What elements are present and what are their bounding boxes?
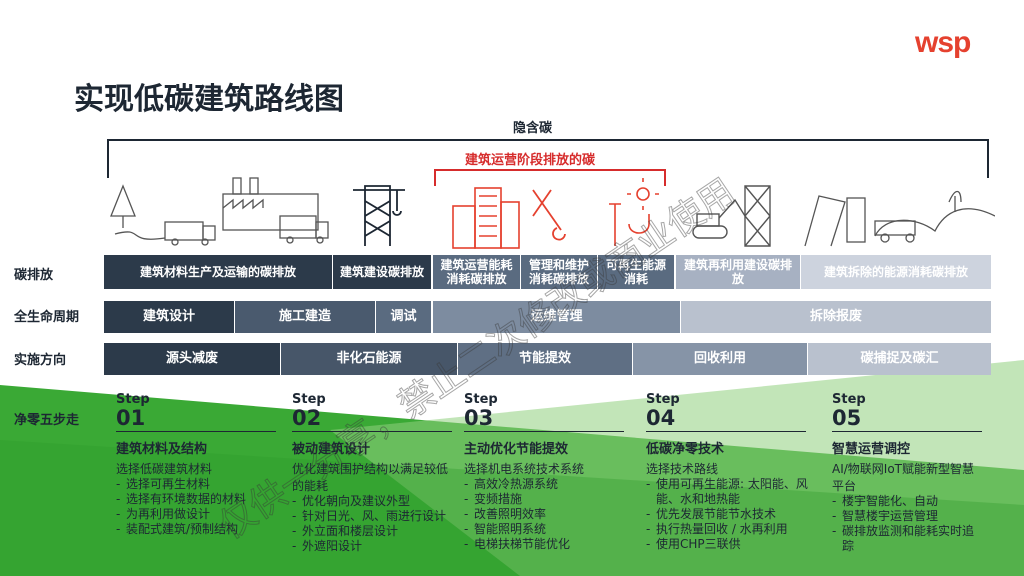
renewable-energy-icon xyxy=(609,178,659,246)
list-item: 外立面和楼层设计 xyxy=(292,524,452,539)
list-item: 智慧楼宇运营管理 xyxy=(832,509,982,524)
row-label-lifecycle: 全生命周期 xyxy=(14,310,80,325)
step-number: 03 xyxy=(464,406,494,430)
step-card-04: Step 04 低碳净零技术 选择技术路线 使用可再生能源: 太阳能、风能、水和… xyxy=(646,392,810,552)
step-word: Step xyxy=(292,392,326,407)
row-label-emissions: 碳排放 xyxy=(14,268,54,283)
lifecycle-segment: 建筑设计 xyxy=(104,301,234,333)
step-card-02: Step 02 被动建筑设计 优化建筑围护结构以满足较低的能耗 优化朝向及建议外… xyxy=(292,392,452,554)
wsp-logo: wsp xyxy=(915,26,971,59)
list-item: 选择可再生材料 xyxy=(116,477,276,492)
step-divider xyxy=(116,431,276,432)
list-item: 使用CHP三联供 xyxy=(646,537,810,552)
embodied-carbon-label: 隐含碳 xyxy=(513,121,553,136)
step-word: Step xyxy=(464,392,498,407)
list-item: 电梯扶梯节能优化 xyxy=(464,537,624,552)
emission-segment: 管理和维护消耗碳排放 xyxy=(521,255,597,289)
step-items: 选择可再生材料 选择有环境数据的材料 为再利用做设计 装配式建筑/预制结构 xyxy=(116,477,276,537)
step-divider xyxy=(464,431,624,432)
step-items: 高效冷热源系统 变频措施 改善照明效率 智能照明系统 电梯扶梯节能优化 xyxy=(464,477,624,552)
list-item: 选择有环境数据的材料 xyxy=(116,492,276,507)
list-item: 改善照明效率 xyxy=(464,507,624,522)
list-item: 变频措施 xyxy=(464,492,624,507)
list-item: 执行热量回收 / 水再利用 xyxy=(646,522,810,537)
list-item: 为再利用做设计 xyxy=(116,507,276,522)
step-title: 低碳净零技术 xyxy=(646,442,725,457)
wrench-icon xyxy=(532,189,566,241)
step-subtitle: AI/物联网IoT赋能新型智慧平台 xyxy=(832,462,975,493)
step-title: 智慧运营调控 xyxy=(832,442,911,457)
list-item: 楼宇智能化、自动 xyxy=(832,494,982,509)
step-items: 优化朝向及建议外型 针对日光、风、雨进行设计 外立面和楼层设计 外遮阳设计 xyxy=(292,494,452,554)
step-title: 建筑材料及结构 xyxy=(116,442,208,457)
emission-segment: 可再生能源消耗 xyxy=(598,255,674,289)
step-divider xyxy=(646,431,806,432)
step-number: 05 xyxy=(832,406,862,430)
emission-segment: 建筑材料生产及运输的碳排放 xyxy=(104,255,332,289)
row-label-steps: 净零五步走 xyxy=(14,413,80,428)
lifecycle-segment: 运维管理 xyxy=(433,301,680,333)
lifecycle-segment: 调试 xyxy=(376,301,431,333)
step-divider xyxy=(832,431,982,432)
step-subtitle: 选择低碳建筑材料 xyxy=(116,462,213,476)
building-icon xyxy=(452,187,520,249)
direction-segment: 源头减废 xyxy=(104,343,280,375)
crane-icon xyxy=(353,185,405,246)
step-subtitle: 选择机电系统技术系统 xyxy=(464,462,585,476)
step-card-05: Step 05 智慧运营调控 AI/物联网IoT赋能新型智慧平台 楼宇智能化、自… xyxy=(832,392,982,554)
list-item: 针对日光、风、雨进行设计 xyxy=(292,509,452,524)
direction-segment: 非化石能源 xyxy=(281,343,457,375)
step-divider xyxy=(292,431,452,432)
row-label-direction: 实施方向 xyxy=(14,353,67,368)
step-items: 楼宇智能化、自动 智慧楼宇运营管理 碳排放监测和能耗实时追踪 xyxy=(832,494,982,554)
direction-segment: 回收利用 xyxy=(633,343,807,375)
list-item: 碳排放监测和能耗实时追踪 xyxy=(832,524,982,554)
lifecycle-icons xyxy=(110,177,995,249)
tree-factory-truck-icon xyxy=(110,177,329,246)
operational-carbon-label: 建筑运营阶段排放的碳 xyxy=(465,153,596,168)
step-word: Step xyxy=(832,392,866,407)
excavator-icon xyxy=(692,185,771,247)
step-number: 01 xyxy=(116,406,146,430)
list-item: 外遮阳设计 xyxy=(292,539,452,554)
step-items: 使用可再生能源: 太阳能、风能、水和地热能 优先发展节能节水技术 执行热量回收 … xyxy=(646,477,810,552)
step-title: 被动建筑设计 xyxy=(292,442,371,457)
operational-carbon-bracket xyxy=(434,169,666,186)
step-number: 04 xyxy=(646,406,676,430)
lifecycle-segment: 拆除报废 xyxy=(681,301,991,333)
direction-segment: 节能提效 xyxy=(458,343,632,375)
step-word: Step xyxy=(116,392,150,407)
direction-segment: 碳捕捉及碳汇 xyxy=(808,343,991,375)
list-item: 智能照明系统 xyxy=(464,522,624,537)
step-card-03: Step 03 主动优化节能提效 选择机电系统技术系统 高效冷热源系统 变频措施… xyxy=(464,392,624,552)
demolition-icon xyxy=(804,190,995,247)
emission-segment: 建筑拆除的能源消耗碳排放 xyxy=(801,255,991,289)
step-title: 主动优化节能提效 xyxy=(464,442,569,457)
list-item: 使用可再生能源: 太阳能、风能、水和地热能 xyxy=(646,477,810,507)
step-subtitle: 选择技术路线 xyxy=(646,462,719,476)
list-item: 装配式建筑/预制结构 xyxy=(116,522,276,537)
list-item: 优先发展节能节水技术 xyxy=(646,507,810,522)
step-word: Step xyxy=(646,392,680,407)
list-item: 优化朝向及建议外型 xyxy=(292,494,452,509)
page-title: 实现低碳建筑路线图 xyxy=(74,82,344,117)
step-card-01: Step 01 建筑材料及结构 选择低碳建筑材料 选择可再生材料 选择有环境数据… xyxy=(116,392,276,537)
emission-segment: 建筑运营能耗消耗碳排放 xyxy=(433,255,520,289)
emission-segment: 建筑建设碳排放 xyxy=(333,255,431,289)
step-number: 02 xyxy=(292,406,322,430)
embodied-carbon-bracket xyxy=(107,139,989,178)
lifecycle-segment: 施工建造 xyxy=(235,301,375,333)
emission-segment: 建筑再利用建设碳排放 xyxy=(676,255,800,289)
list-item: 高效冷热源系统 xyxy=(464,477,624,492)
step-subtitle: 优化建筑围护结构以满足较低的能耗 xyxy=(292,462,449,493)
